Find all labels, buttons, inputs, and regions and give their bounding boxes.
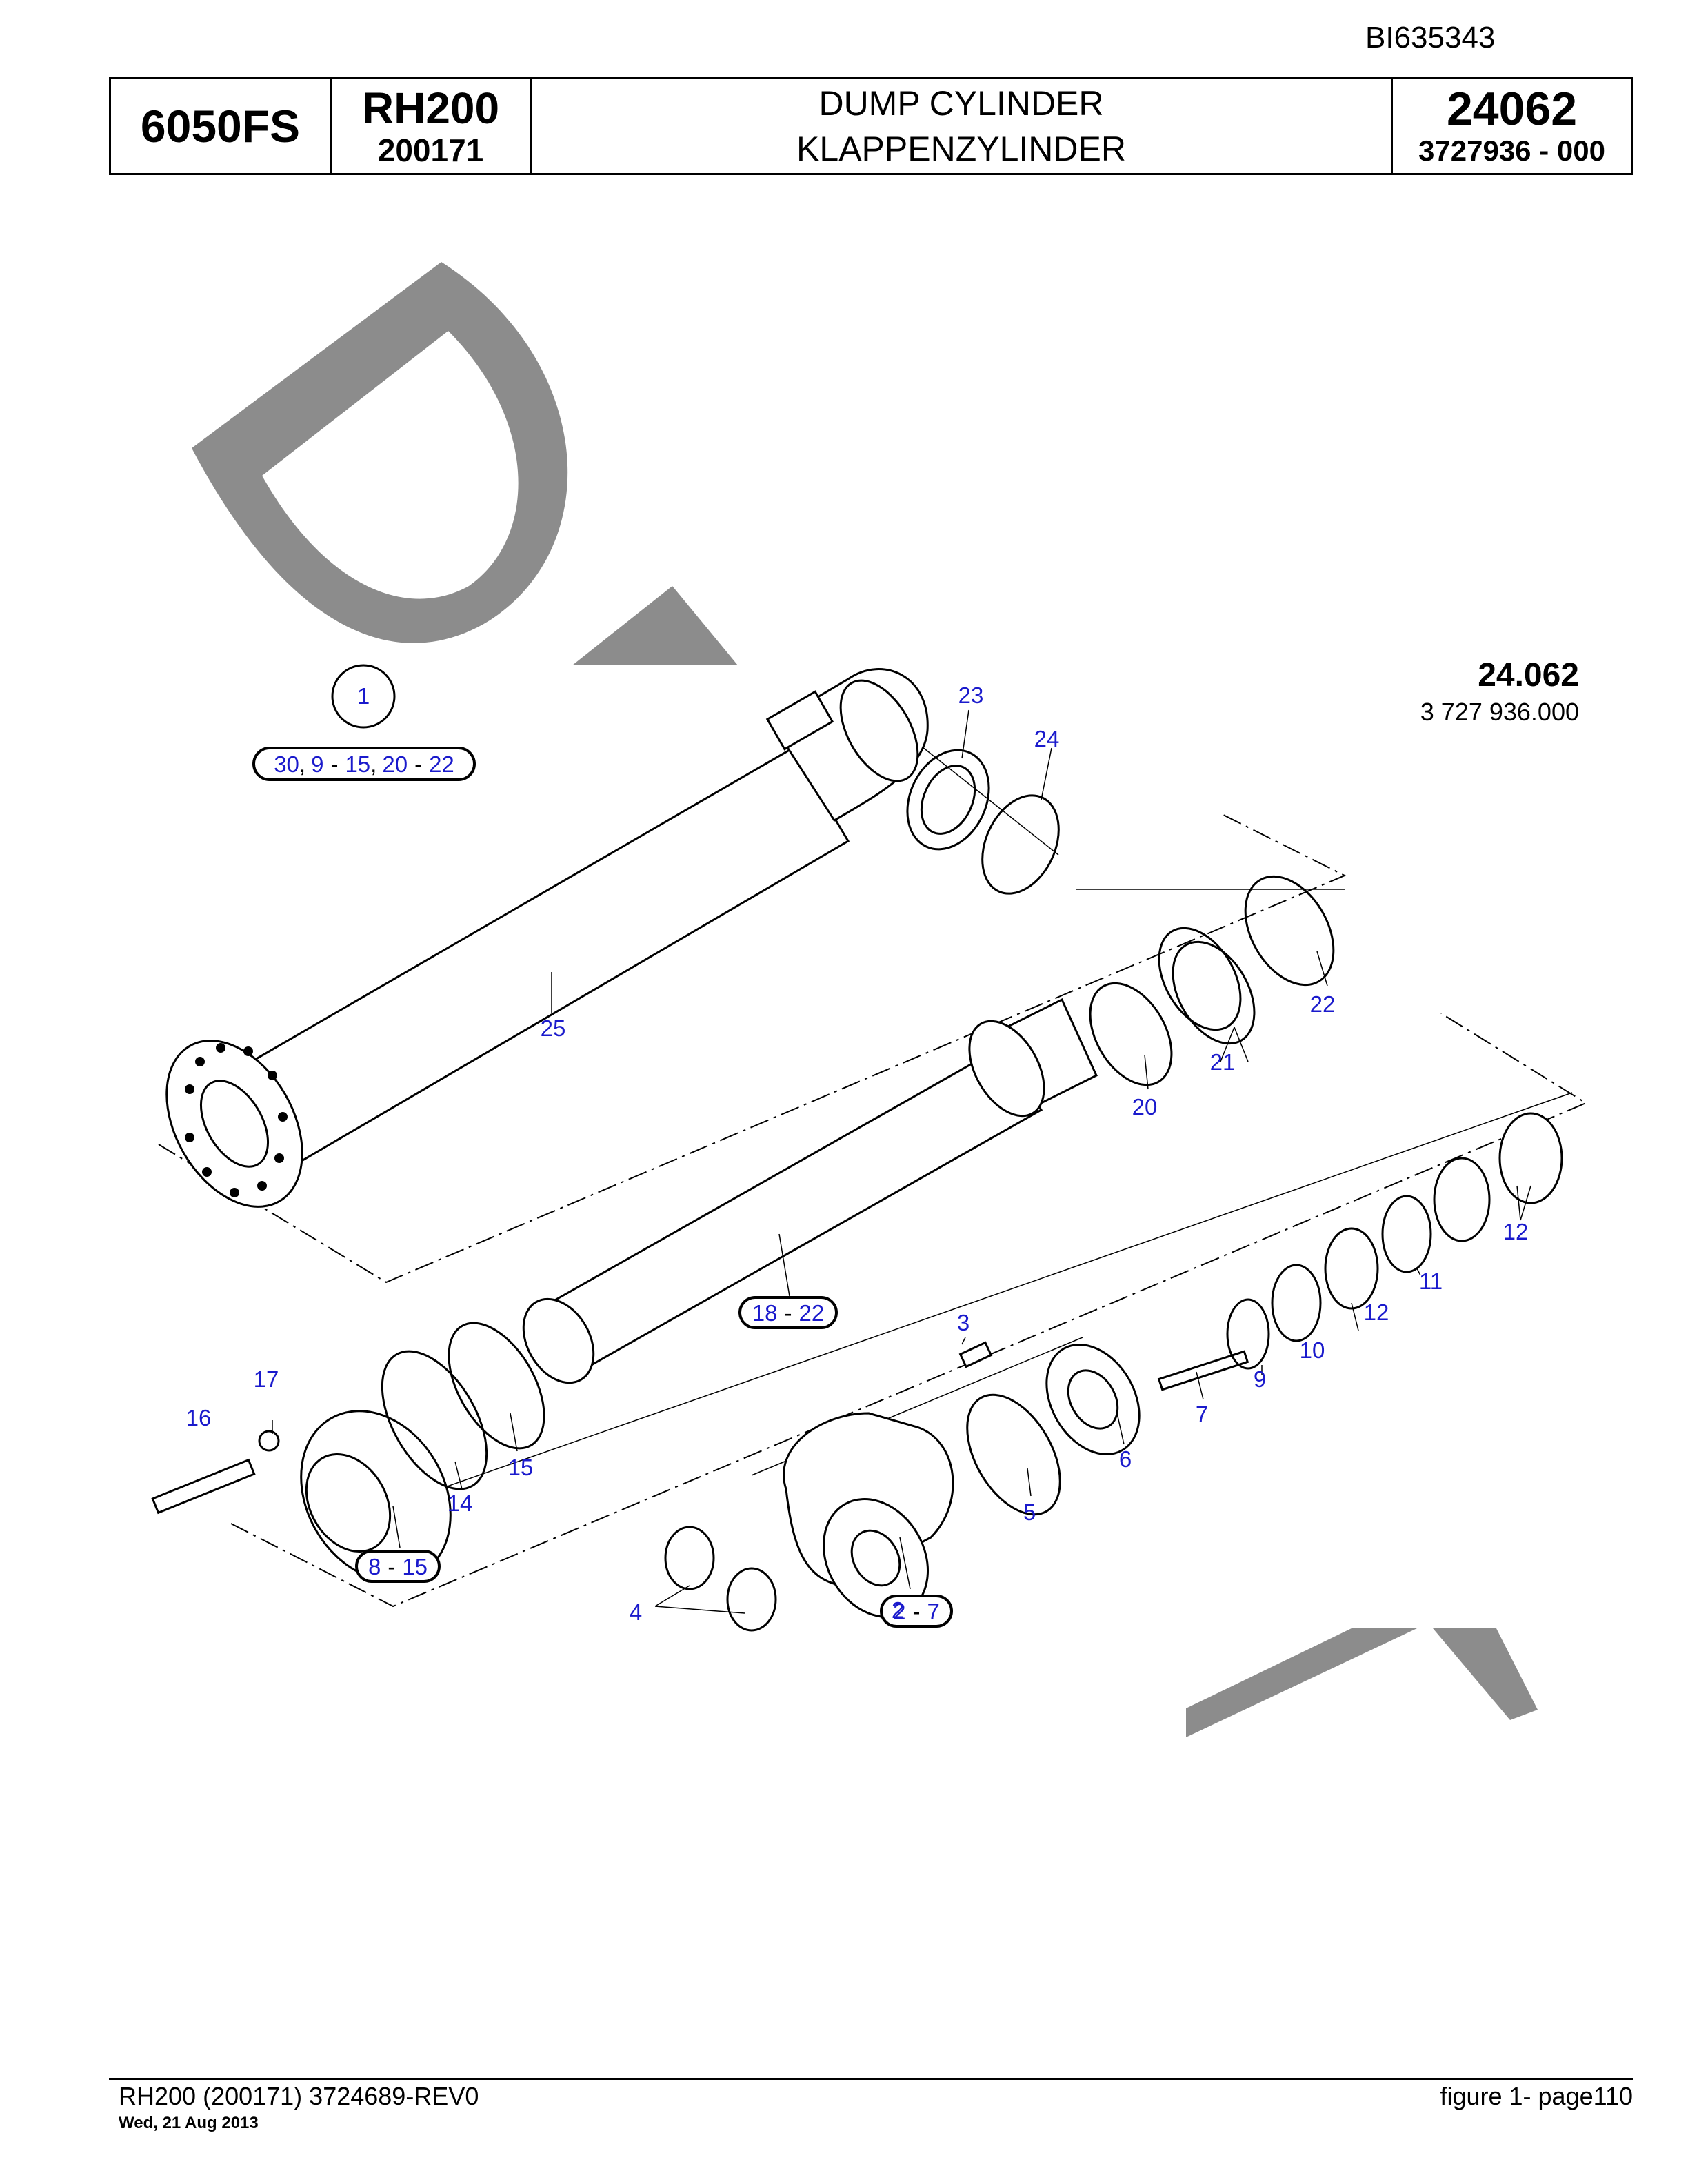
callout-22: 22 [1310, 991, 1336, 1017]
callout-9: 9 [1254, 1366, 1266, 1392]
title-english: DUMP CYLINDER [818, 84, 1104, 123]
cylinder-head [151, 1322, 545, 1582]
model-cell: 6050FS [111, 79, 332, 173]
cylinder-tube [165, 668, 929, 1208]
callout-23: 23 [958, 682, 984, 708]
callout-6: 6 [1119, 1446, 1132, 1472]
group-boxes [252, 747, 953, 1628]
callout-17: 17 [254, 1366, 279, 1392]
callout-15: 15 [508, 1455, 534, 1480]
group-number: 24062 [1446, 83, 1578, 135]
flange-bolt-holes [185, 1043, 288, 1197]
callout-21: 21 [1210, 1049, 1236, 1075]
callout-3: 3 [957, 1310, 969, 1335]
group-label-1: 30,9-15,20-22 [274, 751, 454, 777]
figure-code: 3 727 936.000 [1420, 698, 1579, 726]
callout-labels: 1 2 3 4 5 6 7 9 10 11 12 12 14 15 16 17 … [186, 682, 1529, 1625]
model-label: 6050FS [140, 101, 301, 152]
group-label-4: 2-7 [893, 1599, 940, 1624]
bearing-and-circlip [906, 749, 1060, 895]
callout-7: 7 [1196, 1402, 1208, 1427]
group-cell: 24062 3727936 - 000 [1393, 79, 1631, 173]
callout-11: 11 [1419, 1268, 1443, 1294]
footer-date: Wed, 21 Aug 2013 [119, 2114, 259, 2132]
rod-eye-and-piston [664, 1112, 1563, 1632]
title-german: KLAPPENZYLINDER [796, 130, 1126, 168]
group-labels: 30,9-15,20-22 18-22 8-15 2-7 [274, 751, 940, 1624]
footer-page: figure 1- page110 [1440, 2082, 1633, 2110]
callout-16: 16 [186, 1405, 212, 1430]
title-cell: DUMP CYLINDER KLAPPENZYLINDER [532, 79, 1393, 173]
callout-25: 25 [541, 1015, 566, 1041]
assembly-callout-circle [331, 664, 396, 729]
figure-number: 24.062 [1478, 657, 1579, 694]
callout-1: 1 [357, 683, 370, 709]
callout-4: 4 [630, 1599, 642, 1625]
callout-20: 20 [1132, 1094, 1158, 1120]
callout-24: 24 [1034, 726, 1060, 751]
part-number: 3727936 - 000 [1418, 134, 1605, 167]
group-label-2: 18-22 [752, 1300, 824, 1326]
leader-lines [272, 709, 1531, 1614]
machine-label: RH200 [361, 83, 500, 133]
callout-5: 5 [1023, 1499, 1036, 1525]
callout-10: 10 [1300, 1337, 1325, 1363]
piston-rod [522, 875, 1335, 1384]
serial-label: 200171 [377, 132, 484, 168]
callout-14: 14 [448, 1490, 473, 1516]
callout-2: 2 [892, 1597, 904, 1623]
watermark [192, 262, 1538, 1737]
document-id: BI635343 [1365, 21, 1496, 54]
group-label-3: 8-15 [368, 1554, 428, 1579]
title-block: 6050FS RH200 200171 DUMP CYLINDER KLAPPE… [109, 77, 1633, 175]
footer-rule [109, 2078, 1633, 2080]
machine-cell: RH200 200171 [332, 79, 532, 173]
callout-12-a: 12 [1364, 1300, 1389, 1325]
callout-12-b: 12 [1503, 1219, 1529, 1244]
footer-document: RH200 (200171) 3724689-REV0 [119, 2082, 479, 2110]
